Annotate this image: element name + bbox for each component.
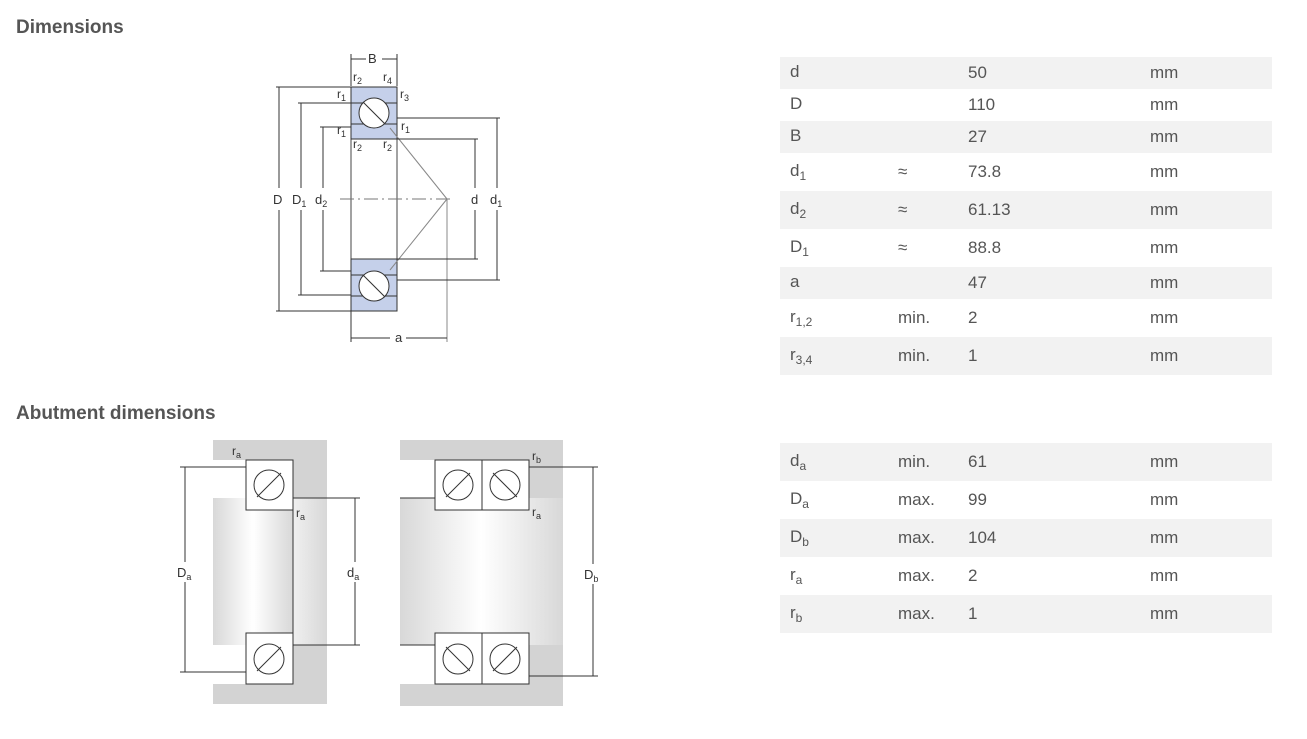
symbol-cell: r3,4: [780, 337, 888, 375]
label-r3: r3: [400, 87, 409, 103]
label-r2-bottom-left: r2: [353, 137, 362, 153]
unit-cell: mm: [1140, 153, 1272, 191]
table-row: d 50 mm: [780, 57, 1272, 89]
qualifier-cell: [888, 57, 958, 89]
dimensions-table: d 50 mm D 110 mm B 27 mm d1 ≈ 73.8 mm d2…: [780, 57, 1272, 375]
unit-cell: mm: [1140, 299, 1272, 337]
table-row: B 27 mm: [780, 121, 1272, 153]
label-Db: Db: [584, 567, 598, 584]
table-row: D 110 mm: [780, 89, 1272, 121]
abutment-dimensions-table: da min. 61 mm Da max. 99 mm Db max. 104 …: [780, 443, 1272, 633]
value-cell: 47: [958, 267, 1140, 299]
table-row: r3,4 min. 1 mm: [780, 337, 1272, 375]
symbol-cell: B: [780, 121, 888, 153]
symbol-cell: d2: [780, 191, 888, 229]
table-row: d2 ≈ 61.13 mm: [780, 191, 1272, 229]
qualifier-cell: max.: [888, 519, 958, 557]
symbol-cell: D1: [780, 229, 888, 267]
qualifier-cell: ≈: [888, 153, 958, 191]
qualifier-cell: [888, 267, 958, 299]
abutment-dimensions-heading: Abutment dimensions: [16, 403, 216, 424]
table-row: r1,2 min. 2 mm: [780, 299, 1272, 337]
label-r2-bottom-right: r2: [383, 137, 392, 153]
unit-cell: mm: [1140, 57, 1272, 89]
symbol-cell: a: [780, 267, 888, 299]
value-cell: 61: [958, 443, 1140, 481]
symbol-cell: D: [780, 89, 888, 121]
qualifier-cell: max.: [888, 481, 958, 519]
unit-cell: mm: [1140, 191, 1272, 229]
unit-cell: mm: [1140, 443, 1272, 481]
table-row: ra max. 2 mm: [780, 557, 1272, 595]
table-row: D1 ≈ 88.8 mm: [780, 229, 1272, 267]
label-a: a: [395, 330, 403, 345]
table-row: rb max. 1 mm: [780, 595, 1272, 633]
label-d1: d1: [490, 192, 502, 209]
table-row: da min. 61 mm: [780, 443, 1272, 481]
unit-cell: mm: [1140, 89, 1272, 121]
label-D: D: [273, 192, 282, 207]
table-row: d1 ≈ 73.8 mm: [780, 153, 1272, 191]
unit-cell: mm: [1140, 481, 1272, 519]
qualifier-cell: min.: [888, 443, 958, 481]
symbol-cell: rb: [780, 595, 888, 633]
label-B: B: [368, 51, 377, 66]
qualifier-cell: ≈: [888, 191, 958, 229]
symbol-cell: r1,2: [780, 299, 888, 337]
qualifier-cell: [888, 121, 958, 153]
qualifier-cell: min.: [888, 337, 958, 375]
table-row: Da max. 99 mm: [780, 481, 1272, 519]
unit-cell: mm: [1140, 229, 1272, 267]
value-cell: 88.8: [958, 229, 1140, 267]
label-ra-right: ra: [532, 505, 541, 521]
qualifier-cell: min.: [888, 299, 958, 337]
value-cell: 50: [958, 57, 1140, 89]
value-cell: 110: [958, 89, 1140, 121]
qualifier-cell: max.: [888, 595, 958, 633]
label-d2: d2: [315, 192, 327, 209]
table-row: Db max. 104 mm: [780, 519, 1272, 557]
value-cell: 2: [958, 557, 1140, 595]
unit-cell: mm: [1140, 519, 1272, 557]
value-cell: 104: [958, 519, 1140, 557]
bearing-dimensions-drawing: B r2 r4 r1 r3 r1 r1 r2 r2 D D1 d2 d d1 a: [273, 51, 502, 345]
label-r1-right: r1: [401, 119, 410, 135]
label-r1-top: r1: [337, 87, 346, 103]
symbol-cell: d1: [780, 153, 888, 191]
value-cell: 99: [958, 481, 1140, 519]
label-d: d: [471, 192, 478, 207]
unit-cell: mm: [1140, 267, 1272, 299]
symbol-cell: ra: [780, 557, 888, 595]
label-ra-shaft: ra: [296, 506, 305, 522]
table-row: a 47 mm: [780, 267, 1272, 299]
unit-cell: mm: [1140, 121, 1272, 153]
label-da: da: [347, 565, 359, 582]
abutment-dimensions-drawing: ra ra Da da rb ra Db: [177, 440, 598, 706]
value-cell: 1: [958, 595, 1140, 633]
unit-cell: mm: [1140, 595, 1272, 633]
label-r1-mid: r1: [337, 123, 346, 139]
value-cell: 1: [958, 337, 1140, 375]
qualifier-cell: [888, 89, 958, 121]
label-D1: D1: [292, 192, 306, 209]
unit-cell: mm: [1140, 557, 1272, 595]
label-Da: Da: [177, 565, 191, 582]
symbol-cell: da: [780, 443, 888, 481]
symbol-cell: Da: [780, 481, 888, 519]
qualifier-cell: max.: [888, 557, 958, 595]
value-cell: 61.13: [958, 191, 1140, 229]
symbol-cell: d: [780, 57, 888, 89]
symbol-cell: Db: [780, 519, 888, 557]
label-r4: r4: [383, 70, 392, 86]
value-cell: 2: [958, 299, 1140, 337]
unit-cell: mm: [1140, 337, 1272, 375]
label-ra-top: ra: [232, 444, 241, 460]
label-r2-top: r2: [353, 70, 362, 86]
value-cell: 73.8: [958, 153, 1140, 191]
label-rb: rb: [532, 449, 541, 465]
dimensions-heading: Dimensions: [16, 17, 124, 38]
value-cell: 27: [958, 121, 1140, 153]
qualifier-cell: ≈: [888, 229, 958, 267]
